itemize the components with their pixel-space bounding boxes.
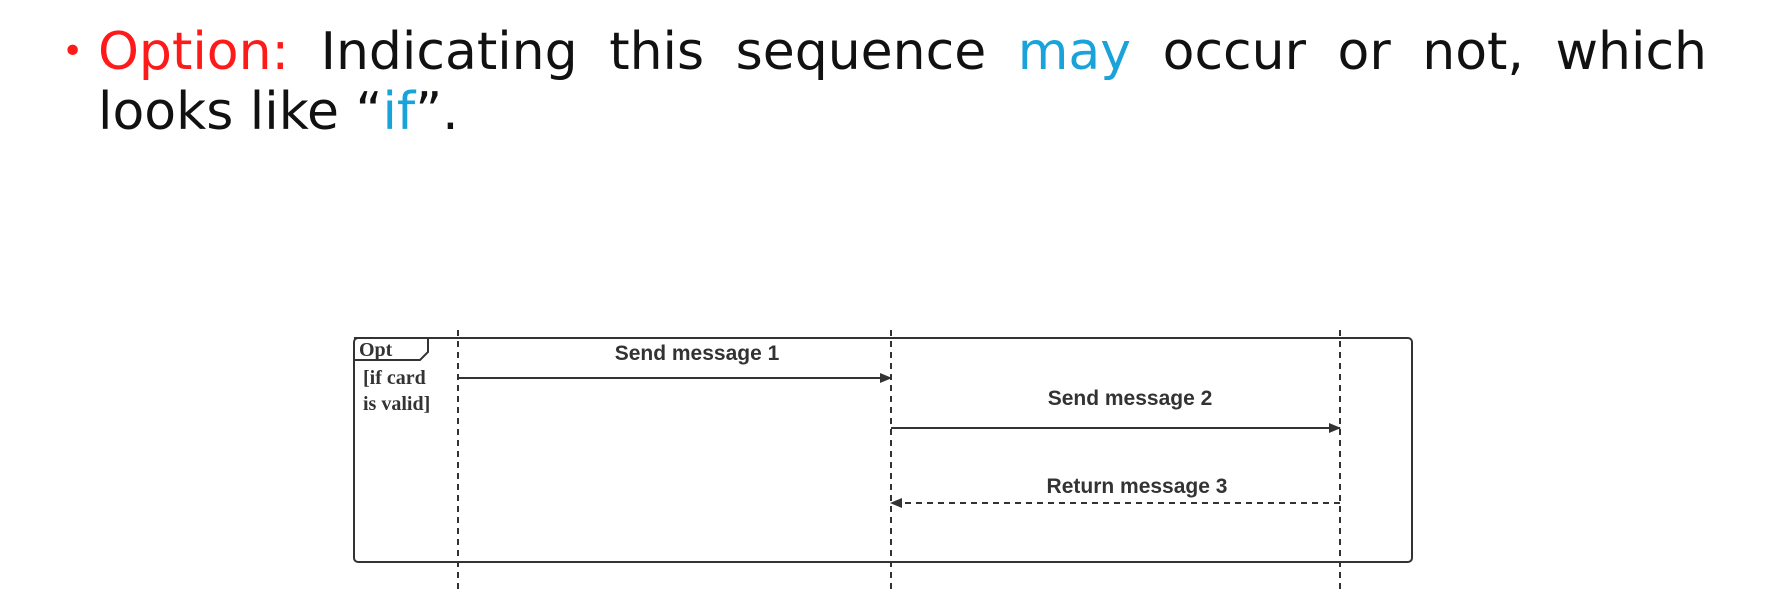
message-1-label: Send message 1 bbox=[615, 342, 780, 365]
bullet-text-part-1: Indicating this sequence bbox=[289, 22, 1018, 82]
bullet-text-part-2: occur or not, which looks like “ bbox=[98, 22, 1707, 142]
opt-operator-label: Opt bbox=[359, 339, 393, 361]
opt-fragment-frame bbox=[353, 337, 1413, 563]
keyword-may: may bbox=[1017, 22, 1132, 82]
bullet-dot-icon: • bbox=[62, 31, 84, 72]
message-2-label: Send message 2 bbox=[1048, 387, 1213, 410]
message-3-label: Return message 3 bbox=[1047, 475, 1228, 498]
keyword-if: if bbox=[382, 82, 416, 142]
opt-operator-tab bbox=[354, 337, 429, 361]
guard-condition-line-1: [if card bbox=[363, 367, 426, 389]
option-label: Option: bbox=[98, 22, 290, 82]
bullet-point: • Option: Indicating this sequence may o… bbox=[62, 22, 1707, 142]
bullet-text: Option: Indicating this sequence may occ… bbox=[98, 22, 1707, 142]
bullet-text-part-3: ”. bbox=[415, 82, 459, 142]
guard-condition-line-2: is valid] bbox=[363, 393, 430, 415]
